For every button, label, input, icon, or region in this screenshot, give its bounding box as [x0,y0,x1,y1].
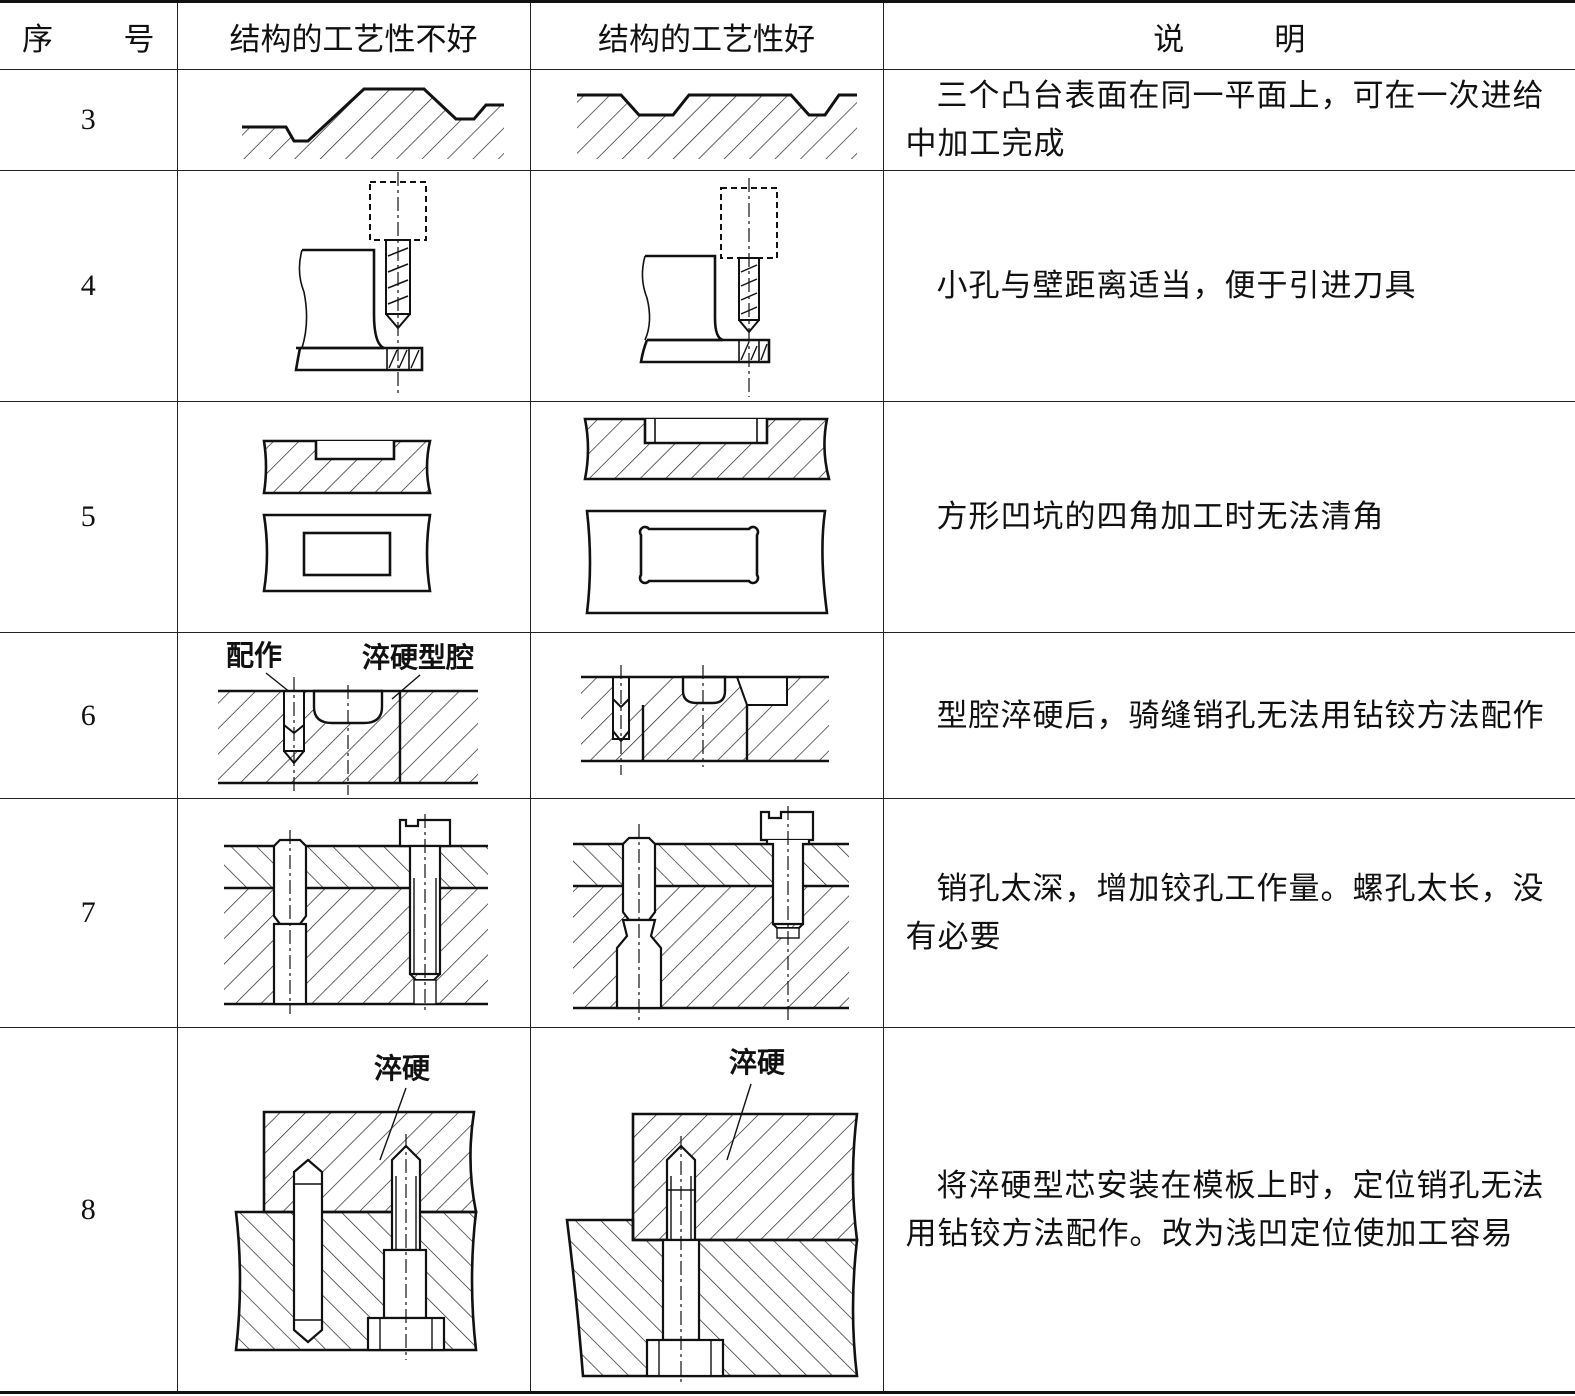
bad-figure [176,170,531,402]
row-number: 8 [0,1027,178,1394]
hardened-label: 淬硬 [374,1052,431,1085]
row-number: 3 [0,69,178,171]
header-seq-2: 号 [123,21,155,58]
row-explanation: 型腔淬硬后，骑缝销孔无法用钻铰方法配作 [882,632,1575,799]
table-row: 3 三个凸台表面在同一平面上，可在一次进给中加工完成 [0,69,1575,171]
good-figure: 淬硬 [529,1027,884,1394]
hardened-cavity-label: 淬硬型腔 [362,641,474,674]
drill-bad-drawing [293,172,427,397]
header-explain-1: 说 [1153,21,1185,58]
good-figure [529,401,884,633]
header-row: 序号 结构的工艺性不好 结构的工艺性好 说明 [0,0,1575,70]
row-explanation: 方形凹坑的四角加工时无法清角 [882,401,1575,633]
table-row: 5 方形凹坑的四角加工时无法清角 [0,401,1575,633]
header-explain: 说明 [882,0,1575,70]
fit-label: 配作 [226,639,282,672]
table-row: 6 配作 淬硬型腔 [0,632,1575,799]
table-row: 4 [0,170,1575,402]
row-explanation: 将淬硬型芯安装在模板上时，定位销孔无法用钻铰方法配作。改为浅凹定位使加工容易 [882,1027,1575,1394]
row-number: 7 [0,798,178,1028]
bad-figure [176,798,531,1028]
cavity-bad-drawing: 配作 淬硬型腔 [217,639,478,795]
pocket-bad-drawing [261,439,432,593]
header-good: 结构的工艺性好 [529,0,884,70]
row-number: 6 [0,632,178,799]
bad-figure: 淬硬 [176,1027,531,1394]
boss-good-drawing [576,93,857,159]
bad-figure [176,69,531,171]
pocket-good-drawing [582,417,831,615]
core-good-drawing: 淬硬 [565,1046,858,1384]
row-explanation: 三个凸台表面在同一平面上，可在一次进给中加工完成 [882,69,1575,171]
core-bad-drawing: 淬硬 [234,1052,478,1360]
good-figure [529,798,884,1028]
good-figure [529,632,884,799]
drill-good-drawing [638,178,778,397]
table-row: 8 淬硬 淬硬 [0,1027,1575,1394]
header-seq-1: 序 [22,21,53,58]
cavity-good-drawing [580,664,829,775]
row-number: 4 [0,170,178,402]
boss-bad-drawing [241,87,504,159]
header-seq: 序号 [0,0,178,70]
pin-bad-drawing [223,814,488,1014]
table-row: 7 [0,798,1575,1028]
header-explain-2: 明 [1274,21,1306,58]
row-explanation: 小孔与壁距离适当，便于引进刀具 [882,170,1575,402]
header-bad: 结构的工艺性不好 [176,0,531,70]
hardened-label: 淬硬 [729,1046,786,1079]
row-explanation: 销孔太深，增加铰孔工作量。螺孔太长，没有必要 [882,798,1575,1028]
good-figure [529,170,884,402]
pin-good-drawing [572,806,849,1022]
row-number: 5 [0,401,178,633]
bad-figure [176,401,531,633]
bad-figure: 配作 淬硬型腔 [176,632,531,799]
good-figure [529,69,884,171]
